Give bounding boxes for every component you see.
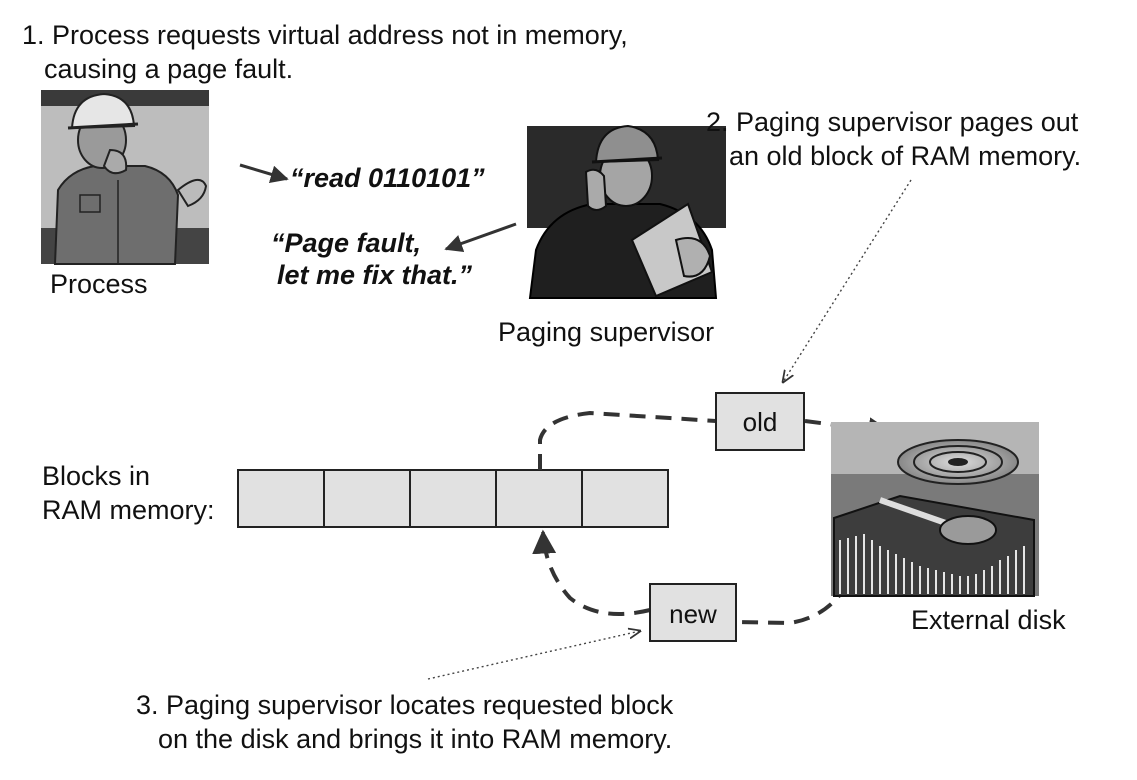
reply-arrow	[444, 222, 517, 253]
reply-quote-line2: let me fix that.”	[277, 260, 473, 290]
step2-pointer	[783, 179, 912, 382]
step3-line2: on the disk and brings it into RAM memor…	[158, 724, 673, 754]
step1-line2: causing a page fault.	[44, 54, 294, 84]
step3-pointer	[427, 631, 640, 680]
new-block-box	[649, 583, 737, 642]
step2-line2: an old block of RAM memory.	[729, 141, 1082, 171]
old-to-disk-path	[804, 417, 893, 442]
step2-line1: 2. Paging supervisor pages out	[706, 107, 1079, 137]
step3-line1: 3. Paging supervisor locates requested b…	[136, 690, 674, 720]
old-block-label: old	[742, 407, 778, 437]
request-quote: “read 0110101”	[290, 163, 485, 193]
ram-block	[495, 469, 583, 528]
reply-quote-line1: “Page fault,	[271, 228, 422, 258]
step1-line1: 1. Process requests virtual address not …	[22, 20, 628, 50]
disk-label: External disk	[911, 605, 1066, 635]
supervisor-label: Paging supervisor	[498, 317, 715, 347]
old-block-box	[715, 392, 805, 451]
new-block-label: new	[669, 599, 717, 629]
disk-illustration	[831, 422, 1039, 597]
page-out-path	[538, 410, 717, 470]
ram-block	[581, 469, 669, 528]
ram-block	[237, 469, 325, 528]
ram-label-line1: Blocks in	[42, 461, 151, 491]
supervisor-illustration	[527, 124, 726, 299]
process-label: Process	[50, 269, 148, 299]
ram-blocks	[237, 469, 669, 528]
request-arrow	[239, 163, 289, 184]
process-illustration	[41, 90, 209, 265]
page-in-path	[532, 529, 651, 616]
ram-block	[323, 469, 411, 528]
ram-block	[409, 469, 497, 528]
ram-label-line2: RAM memory:	[42, 495, 215, 525]
